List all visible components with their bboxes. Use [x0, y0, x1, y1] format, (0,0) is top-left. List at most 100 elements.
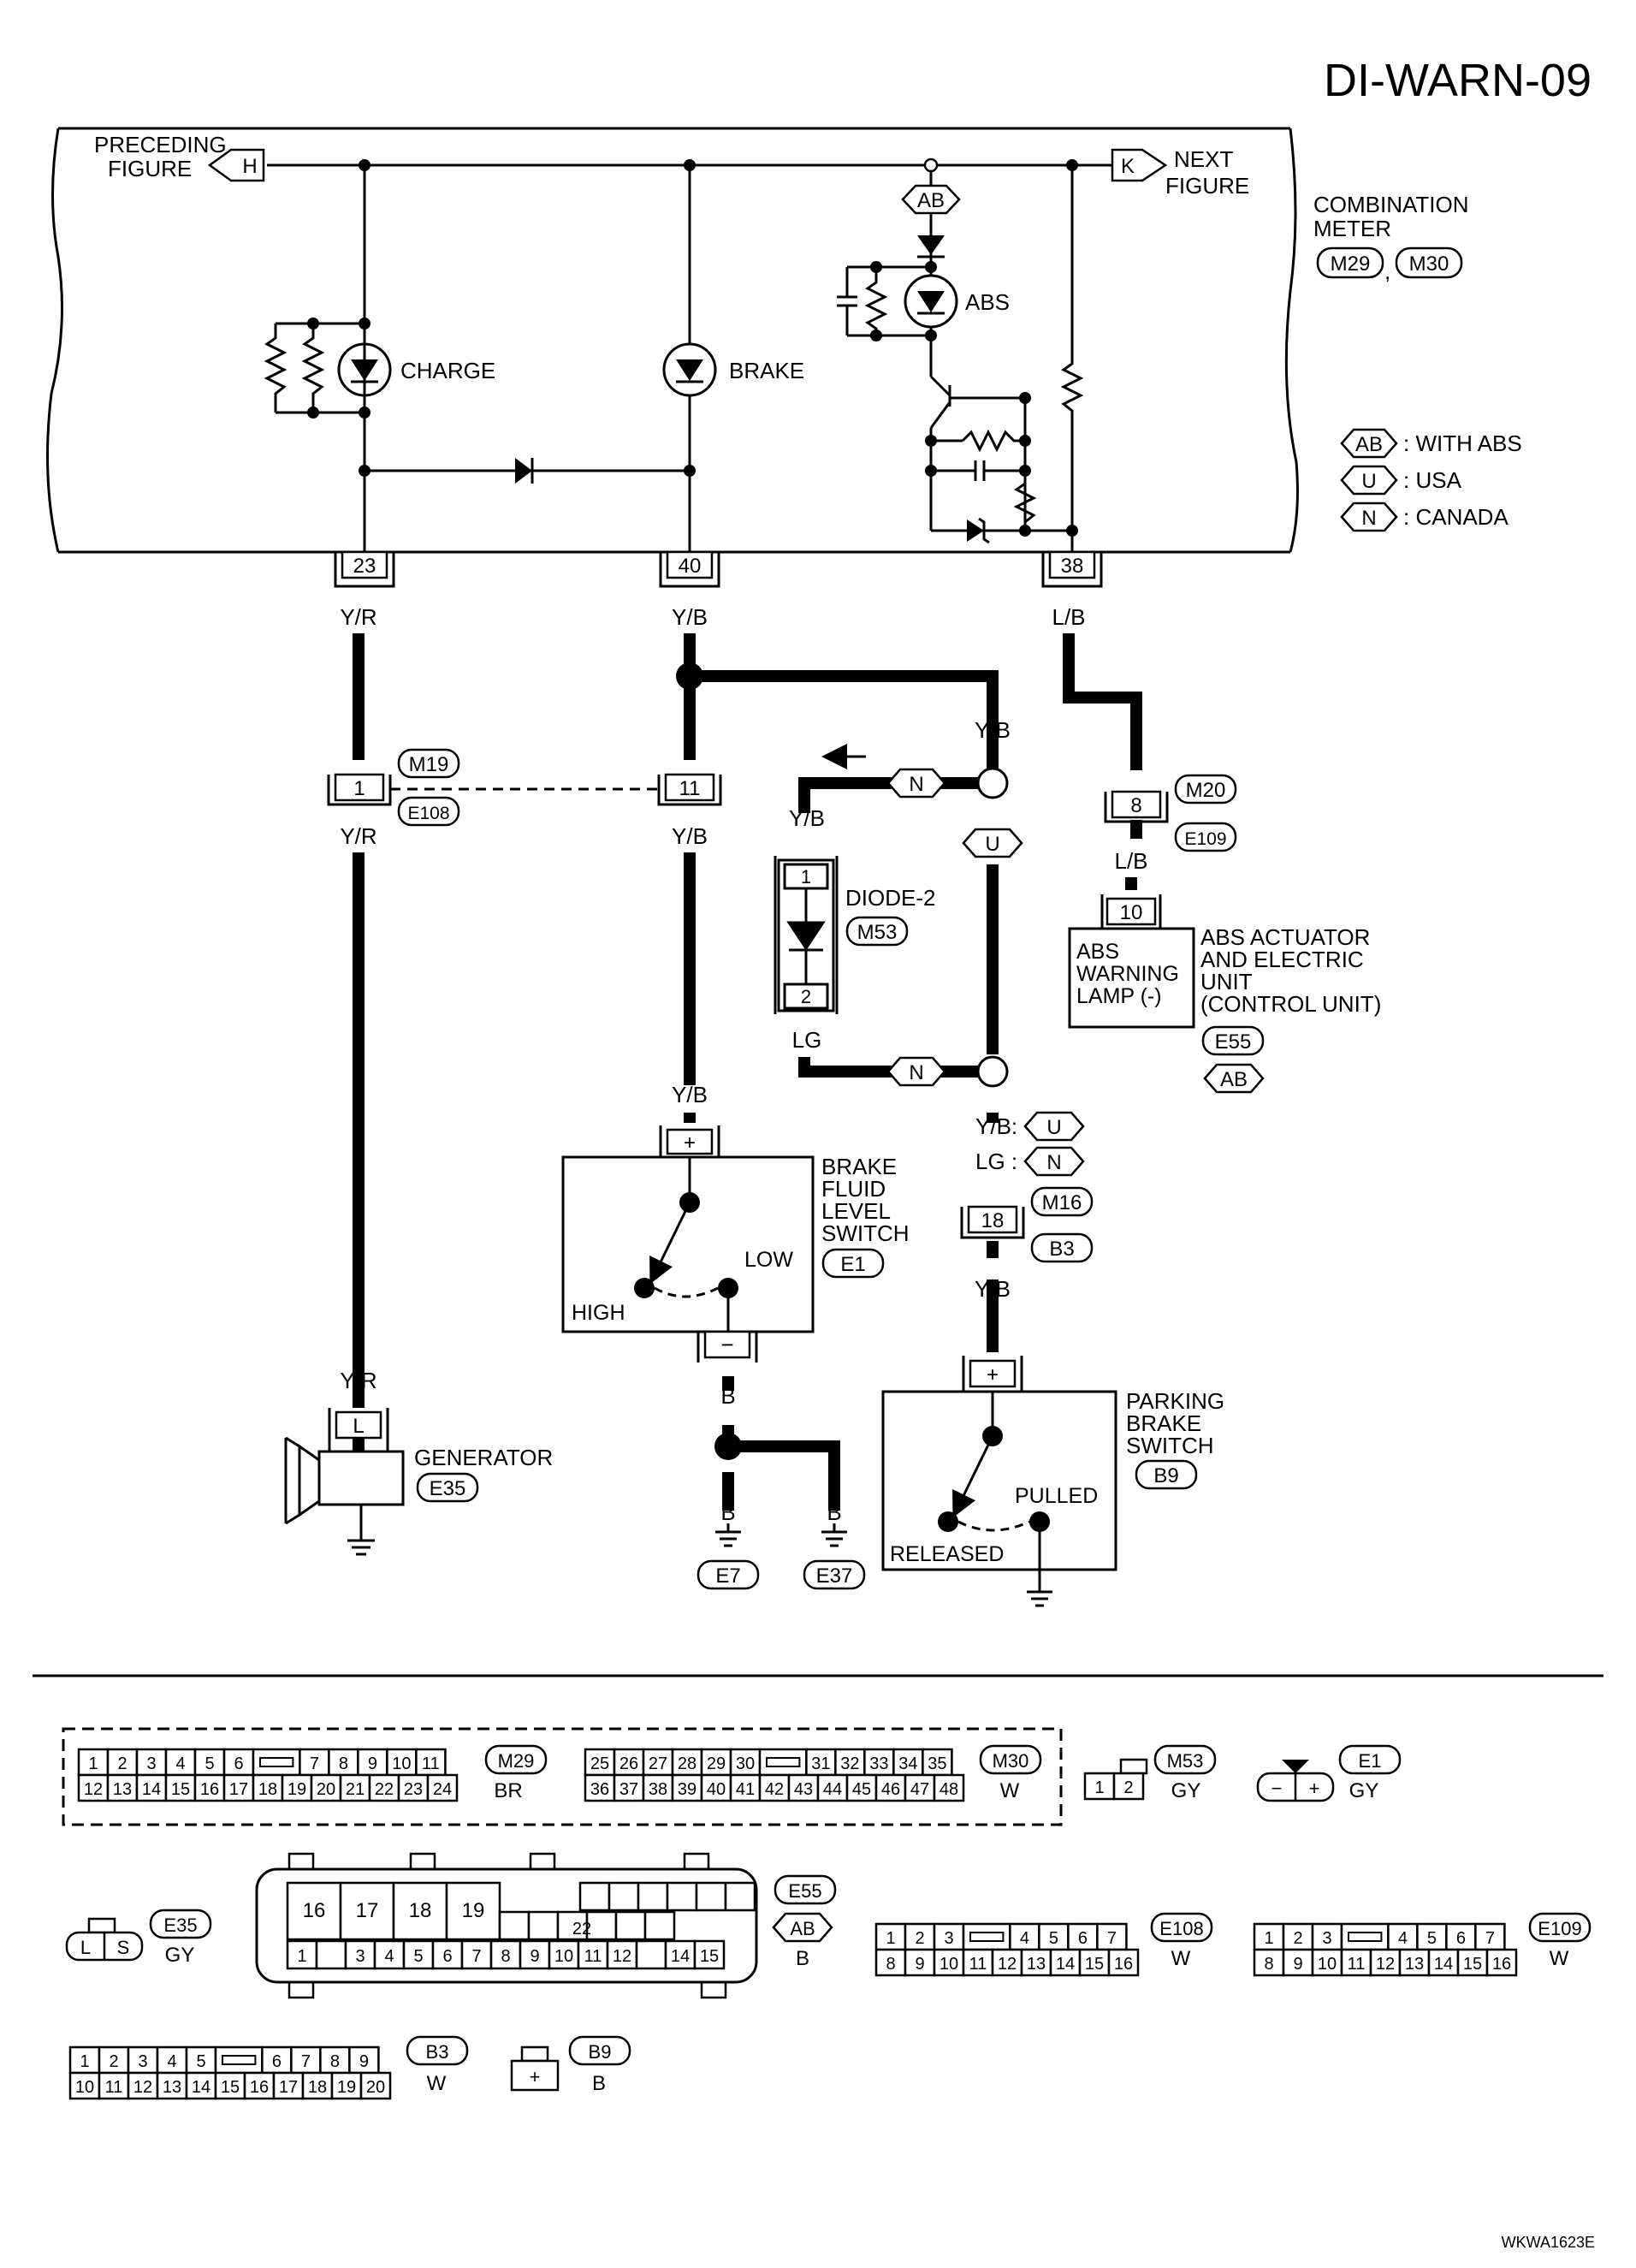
abs-unit-label-2: AND ELECTRIC	[1200, 947, 1364, 972]
m53-pin	[1083, 1772, 1116, 1801]
m30-color: W	[1000, 1779, 1020, 1802]
m29-pin-label: 10	[392, 1754, 411, 1773]
svg-text:: CANADA: : CANADA	[1403, 504, 1509, 530]
svg-text:E55: E55	[1215, 1030, 1252, 1054]
brake-fluid-label-2: FLUID	[821, 1176, 886, 1202]
e109-pin	[1253, 1948, 1285, 1977]
m29-pin	[252, 1773, 284, 1802]
ground-parking	[1027, 1590, 1052, 1607]
b3-pin-label: 8	[330, 2052, 340, 2071]
meter-internal-diode	[515, 458, 532, 484]
e55-pin: 16	[303, 1899, 326, 1922]
abs-lamp	[904, 274, 958, 329]
svg-text:11: 11	[679, 777, 701, 800]
m30-pin-label: 39	[678, 1780, 696, 1799]
m29-pin-label: 18	[258, 1780, 277, 1799]
b3-pin-label: 5	[196, 2052, 205, 2071]
b3-pin-label: 13	[163, 2078, 181, 2097]
e109-pin-label: 12	[1376, 1955, 1395, 1974]
m30-pin	[933, 1773, 965, 1802]
m29-pin-label: 12	[84, 1780, 103, 1799]
wire-lg-1: LG	[792, 1027, 822, 1053]
m29-pin-label: 15	[171, 1780, 190, 1799]
m30-pin	[805, 1748, 837, 1777]
e35-color: GY	[165, 1944, 195, 1967]
m30-pin-label: 31	[811, 1754, 830, 1773]
terminal-40: 40	[659, 550, 720, 588]
terminal-23: 23	[334, 550, 395, 588]
abs-label: ABS	[965, 289, 1010, 315]
e108-pin-label: 12	[998, 1955, 1017, 1974]
diode-pin-2: 2	[801, 986, 811, 1007]
next-figure-tag: K	[1111, 148, 1168, 182]
m29-pin-label: 8	[339, 1754, 348, 1773]
e109-pin-label: 3	[1322, 1929, 1331, 1948]
m30-pin	[671, 1748, 703, 1777]
m29-key	[252, 1748, 301, 1777]
svg-text:: USA: : USA	[1403, 467, 1462, 493]
m29-pin-label: 16	[200, 1780, 219, 1799]
conn-id-e35: E35	[416, 1472, 479, 1503]
m29-pin	[310, 1773, 342, 1802]
e109-pin-label: 10	[1318, 1955, 1337, 1974]
variant-n-tag-3: N	[1023, 1146, 1085, 1177]
e108-pin	[1049, 1948, 1082, 1977]
brake-fluid-label-1: BRAKE	[821, 1154, 897, 1179]
svg-text:N: N	[909, 1061, 923, 1084]
combination-meter-box	[46, 127, 1299, 554]
e109-pin	[1485, 1948, 1518, 1977]
brake-lamp	[662, 342, 717, 397]
svg-text:M19: M19	[409, 753, 449, 776]
e109-color: W	[1550, 1947, 1569, 1970]
m30-pin-label: 29	[707, 1754, 726, 1773]
parking-label-2: BRAKE	[1126, 1410, 1201, 1436]
b9-id-text: B9	[589, 2041, 612, 2063]
m53-pin	[1112, 1772, 1145, 1801]
svg-text:L: L	[353, 1415, 364, 1438]
e55-tag: AB	[790, 1918, 815, 1939]
svg-text:: WITH ABS: : WITH ABS	[1403, 430, 1522, 456]
preceding-figure-tag: H	[207, 148, 265, 182]
m30-pin	[787, 1773, 820, 1802]
m29-pin	[299, 1748, 330, 1777]
e108-pin-label: 3	[944, 1929, 953, 1948]
meter-conn-m30: M30	[1395, 246, 1463, 279]
m29-pin-label: 24	[433, 1780, 452, 1799]
m30-pin-label: 30	[736, 1754, 755, 1773]
conn-id-m53: M53	[845, 916, 909, 947]
e109-pin	[1427, 1948, 1460, 1977]
svg-text:M53: M53	[857, 921, 898, 944]
b9-id: B9	[568, 2035, 631, 2066]
wire-yb-5: Y/B	[672, 1082, 708, 1107]
legend: AB : WITH ABS U : USA N : CANADA	[1340, 428, 1522, 532]
e109-pin-label: 5	[1427, 1929, 1437, 1948]
e108-pin	[962, 1948, 994, 1977]
b9-pin: +	[530, 2066, 541, 2087]
e109-pin-label: 9	[1293, 1955, 1302, 1974]
e1-pin: +	[1309, 1778, 1320, 1799]
wire-yb-4: Y/B	[789, 805, 825, 831]
b3-pin	[127, 2071, 159, 2100]
m29-id: M29	[484, 1744, 548, 1775]
conn-id-e108: E108	[397, 796, 460, 827]
abs-unit-label-1: ABS ACTUATOR	[1200, 924, 1370, 950]
e108-pin	[1078, 1948, 1111, 1977]
m30-pin	[758, 1773, 791, 1802]
m29-pin	[368, 1773, 400, 1802]
footer-code: WKWA1623E	[1502, 2234, 1595, 2251]
e108-pin-label: 15	[1085, 1955, 1104, 1974]
m30-pin-label: 32	[840, 1754, 859, 1773]
svg-text:N: N	[1361, 507, 1376, 530]
svg-text:E108: E108	[407, 804, 449, 823]
b3-pin-label: 16	[250, 2078, 269, 2097]
m30-pin-label: 26	[619, 1754, 638, 1773]
wire-yr-2: Y/R	[340, 823, 376, 849]
e55-pin: 17	[356, 1899, 379, 1922]
e55-id-text: E55	[788, 1880, 821, 1902]
e108-id-text: E108	[1159, 1918, 1203, 1939]
m29-pin	[77, 1748, 110, 1777]
b3-pin-label: 15	[221, 2078, 240, 2097]
svg-text:M29: M29	[1331, 252, 1371, 276]
wire-lb-1: L/B	[1052, 604, 1085, 630]
